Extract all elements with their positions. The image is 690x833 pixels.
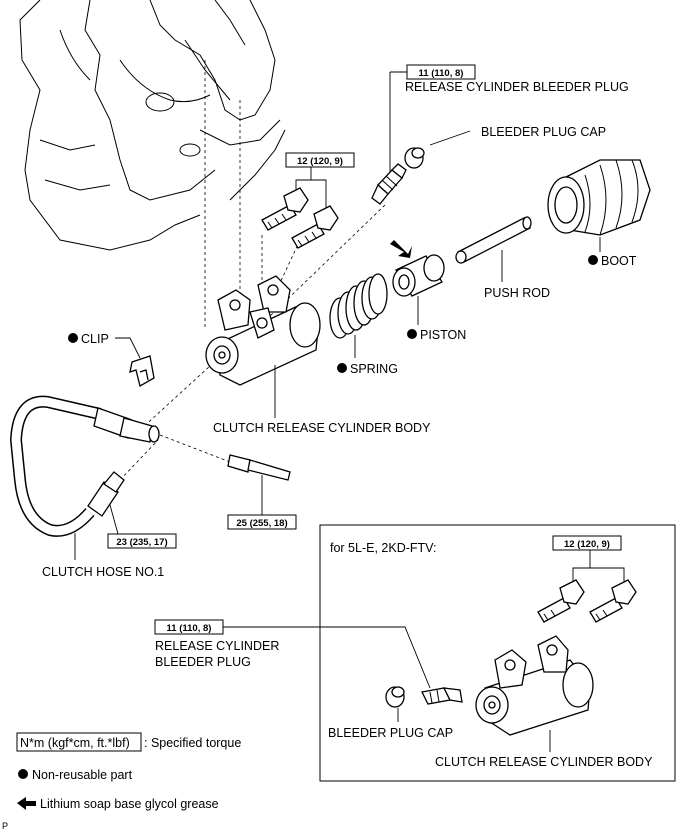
inset-bolt-1 [537, 579, 585, 623]
inset-bleeder-plug-cap [385, 686, 405, 708]
inset-bolt-2 [589, 579, 637, 623]
svg-text:: Specified torque: : Specified torque [144, 736, 241, 750]
torque-inset-bolts: 12 (120, 9) [552, 535, 622, 551]
svg-text:BLEEDER PLUG: BLEEDER PLUG [155, 655, 251, 669]
svg-text:RELEASE CYLINDER BLEEDER PLUG: RELEASE CYLINDER BLEEDER PLUG [405, 80, 629, 94]
clutch-release-cylinder-body [205, 275, 321, 386]
piston [392, 254, 445, 297]
svg-text:11 (110, 8): 11 (110, 8) [419, 68, 464, 79]
bolt-upper [261, 187, 309, 231]
legend-grease: Lithium soap base glycol grease [17, 797, 219, 811]
bleeder-plug-cap [404, 147, 425, 169]
bolt-lower [291, 205, 339, 249]
torque-hose-union: 23 (235, 17) [107, 533, 177, 549]
inset-bleeder-plug [421, 687, 463, 705]
svg-text:BLEEDER PLUG CAP: BLEEDER PLUG CAP [481, 125, 606, 139]
clutch-hose-no1 [9, 395, 160, 537]
torque-line-nut: 25 (255, 18) [227, 514, 297, 530]
svg-text:12 (120, 9): 12 (120, 9) [297, 156, 343, 167]
torque-bleeder-plug: 11 (110, 8) [406, 64, 476, 80]
inset-cylinder-body [475, 635, 594, 736]
svg-text:12 (120, 9): 12 (120, 9) [564, 539, 610, 550]
torque-bolts: 12 (120, 9) [285, 152, 355, 168]
non-reusable-mark-boot [588, 255, 598, 265]
svg-text:CLUTCH RELEASE CYLINDER BODY: CLUTCH RELEASE CYLINDER BODY [213, 421, 431, 435]
svg-text:CLUTCH RELEASE CYLINDER BODY: CLUTCH RELEASE CYLINDER BODY [435, 755, 653, 769]
release-cylinder-bleeder-plug [371, 163, 407, 205]
non-reusable-mark-clip [68, 333, 78, 343]
svg-text:23 (235, 17): 23 (235, 17) [116, 537, 167, 548]
svg-text:11 (110, 8): 11 (110, 8) [167, 623, 212, 634]
svg-text:PISTON: PISTON [420, 328, 466, 342]
svg-text:N*m (kgf*cm, ft.*lbf): N*m (kgf*cm, ft.*lbf) [20, 736, 130, 750]
transmission-housing [19, 0, 286, 251]
svg-text:CLUTCH HOSE NO.1: CLUTCH HOSE NO.1 [42, 565, 164, 579]
torque-inset-bleeder: 11 (110, 8) [154, 619, 224, 635]
grease-arrow-icon [17, 797, 36, 810]
non-reusable-mark-piston [407, 329, 417, 339]
svg-text:Non-reusable part: Non-reusable part [32, 768, 133, 782]
clutch-line [227, 454, 291, 481]
grease-arrow-icon [390, 240, 412, 258]
spring [329, 273, 388, 339]
svg-text:25 (255, 18): 25 (255, 18) [236, 518, 287, 529]
svg-text:PUSH ROD: PUSH ROD [484, 286, 550, 300]
inset-title: for 5L-E, 2KD-FTV: [330, 541, 437, 555]
svg-text:CLIP: CLIP [81, 332, 109, 346]
svg-text:SPRING: SPRING [350, 362, 398, 376]
inset-panel [319, 524, 676, 782]
clip [129, 355, 155, 387]
svg-text:RELEASE CYLINDER: RELEASE CYLINDER [155, 639, 279, 653]
legend-torque: N*m (kgf*cm, ft.*lbf) : Specified torque [16, 732, 241, 752]
boot [547, 159, 651, 236]
push-rod [455, 216, 532, 264]
svg-text:BLEEDER PLUG CAP: BLEEDER PLUG CAP [328, 726, 453, 740]
corner-mark: P [2, 821, 8, 831]
non-reusable-mark-spring [337, 363, 347, 373]
svg-text:Lithium soap base glycol greas: Lithium soap base glycol grease [40, 797, 219, 811]
legend-non-reusable: Non-reusable part [18, 768, 133, 782]
svg-text:BOOT: BOOT [601, 254, 637, 268]
